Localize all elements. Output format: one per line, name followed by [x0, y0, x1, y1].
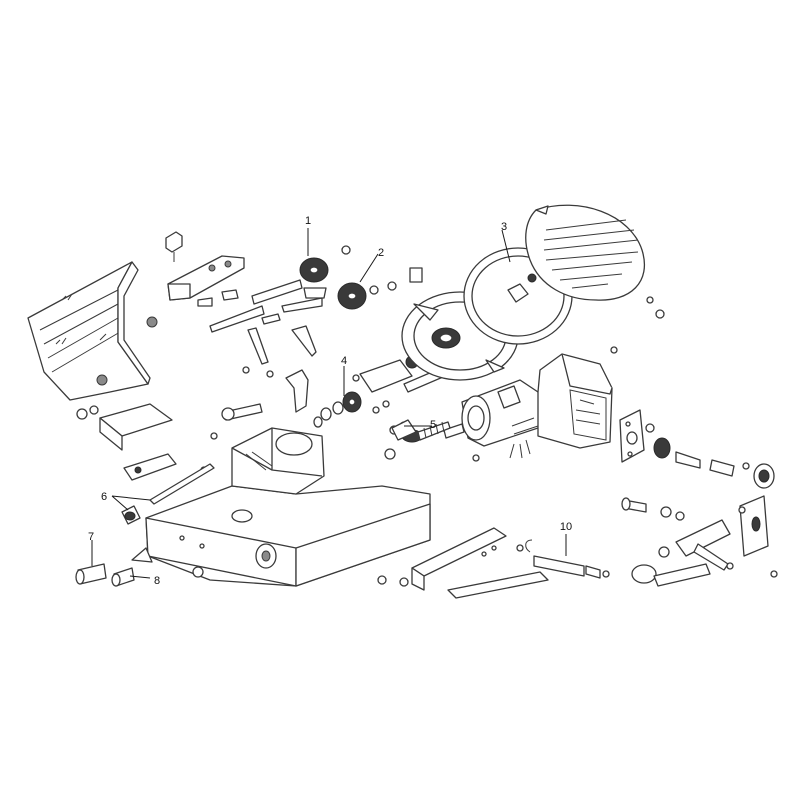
base-housing [145, 427, 431, 587]
support-assembly [621, 495, 778, 587]
rail-assembly [377, 527, 549, 599]
switch-assembly [645, 423, 775, 489]
motor-housing [537, 346, 618, 449]
callout-1: 1 [305, 215, 311, 227]
callout-6: 6 [101, 491, 107, 503]
bolt-part [75, 563, 204, 585]
sharpener-housing [167, 255, 245, 301]
callout-2: 2 [378, 247, 384, 259]
blade-cover [525, 204, 665, 319]
knob-part [111, 547, 153, 587]
sharpener-shafts [146, 267, 423, 378]
callout-4: 4 [341, 355, 347, 367]
switch-plate [619, 409, 645, 463]
foot-part [121, 505, 141, 525]
spring-part [384, 419, 480, 462]
bracket [285, 369, 309, 413]
sharpening-stone-1 [299, 257, 329, 299]
lever-part [525, 539, 610, 579]
sharpening-stone-2 [337, 245, 367, 310]
motor [389, 379, 545, 459]
leader-lines [91, 228, 567, 579]
knob [165, 231, 183, 262]
callout-8: 8 [154, 575, 160, 587]
guard-plate [76, 403, 173, 451]
callout-10: 10 [560, 521, 572, 533]
callout-3: 3 [501, 221, 507, 233]
product-tray [27, 261, 151, 401]
callout-7: 7 [88, 531, 94, 543]
callout-5: 5 [430, 419, 436, 431]
slide-rod [123, 453, 215, 505]
